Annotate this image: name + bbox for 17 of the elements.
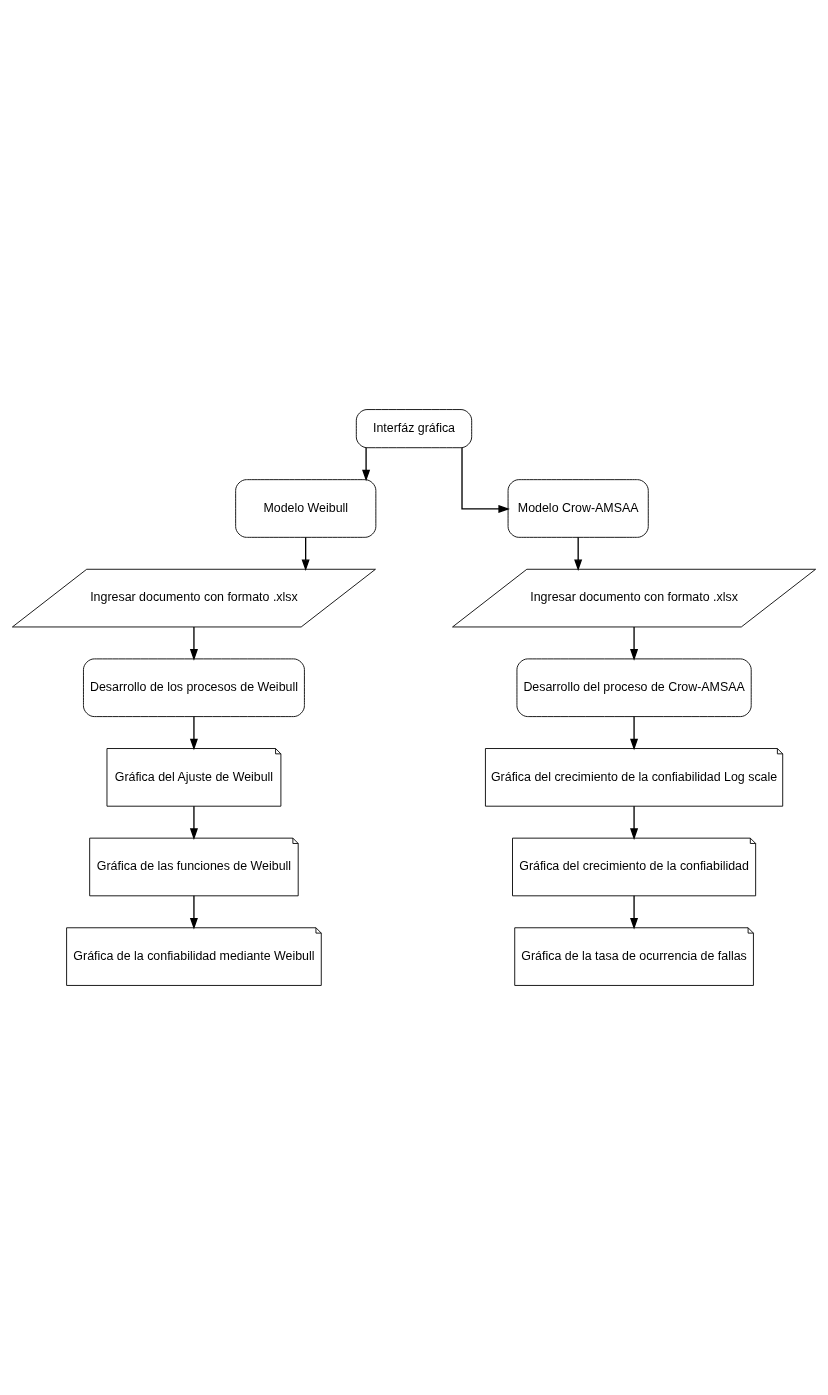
arrow bbox=[189, 805, 198, 840]
arrow bbox=[630, 895, 639, 930]
node-box: Desarrollo de los procesos de Weibull bbox=[83, 658, 305, 718]
arrow bbox=[461, 447, 510, 513]
arrow bbox=[189, 895, 198, 930]
node-box: Desarrollo del proceso de Crow-AMSAA bbox=[516, 658, 752, 718]
arrow bbox=[189, 715, 198, 751]
arrow bbox=[630, 715, 639, 751]
arrow bbox=[630, 626, 639, 661]
arrow bbox=[630, 805, 639, 840]
node-box: Modelo Crow-AMSAA bbox=[507, 479, 649, 538]
node-box: Interfáz gráfica bbox=[355, 409, 473, 449]
arrow bbox=[362, 447, 371, 482]
arrow bbox=[574, 536, 583, 572]
arrow bbox=[301, 536, 310, 572]
arrow bbox=[189, 626, 198, 661]
node-box: Modelo Weibull bbox=[235, 479, 377, 538]
